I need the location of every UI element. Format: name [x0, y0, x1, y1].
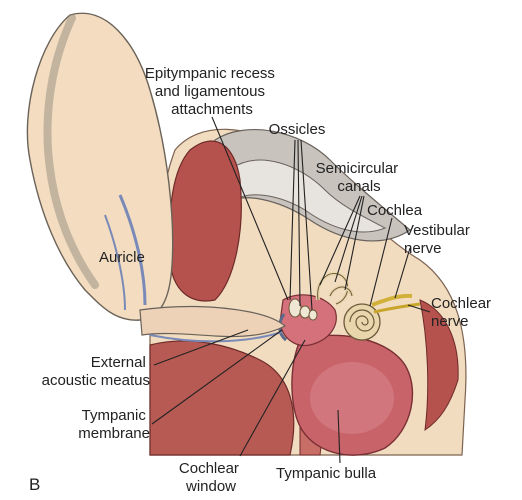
semicircular-canals-shape [315, 271, 354, 306]
label-tympanic-bulla: Tympanic bulla [276, 465, 377, 482]
label-epitympanic: Epitympanic recess and ligamentous attac… [145, 65, 279, 118]
label-cochlear-nerve: Cochlear nerve [431, 295, 495, 330]
anatomy-artwork [26, 12, 467, 456]
external-meatus-shape [139, 305, 287, 338]
meatus-lining [149, 331, 283, 343]
label-ossicles: Ossicles [269, 121, 326, 138]
auricle-cartilage [118, 194, 147, 306]
auricle-cartilage-2 [104, 214, 126, 311]
label-semicircular-canals: Semicircular canals [316, 160, 403, 195]
tympanic-bulla-sheen [310, 362, 394, 434]
right-tissue [419, 299, 459, 432]
label-cochlear-window: Cochlear window [179, 460, 243, 495]
label-tympanic-membrane: Tympanic membrane [78, 407, 150, 442]
vestibular-nerve-shape [371, 293, 413, 307]
leader-lines [151, 116, 431, 464]
panel-letter: B [29, 475, 40, 494]
label-vestibular-nerve: Vestibular nerve [404, 222, 474, 257]
cranial-cavity-inner [231, 159, 387, 233]
label-cochlea: Cochlea [367, 202, 423, 219]
label-external-acoustic-meatus: External acoustic meatus [42, 354, 150, 389]
ossicles-shape [288, 298, 318, 321]
auricle-fur [43, 14, 99, 289]
cochlear-nerve-shape [373, 302, 421, 314]
label-auricle: Auricle [99, 249, 145, 266]
cochlea-shape [343, 303, 381, 341]
